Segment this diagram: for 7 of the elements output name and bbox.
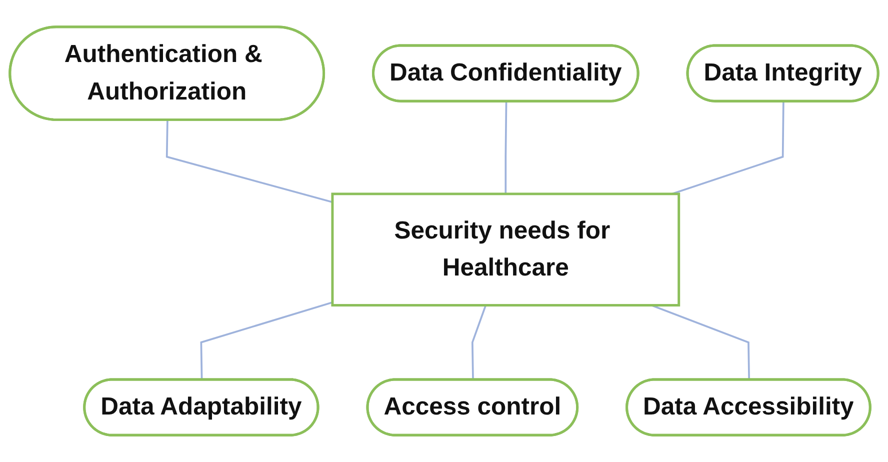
connector — [672, 102, 784, 195]
connector — [166, 120, 333, 204]
connector — [651, 304, 750, 380]
connector — [504, 102, 508, 194]
node-box: Security needs for Healthcare — [331, 192, 680, 306]
connector — [471, 304, 487, 380]
connector — [200, 301, 333, 380]
